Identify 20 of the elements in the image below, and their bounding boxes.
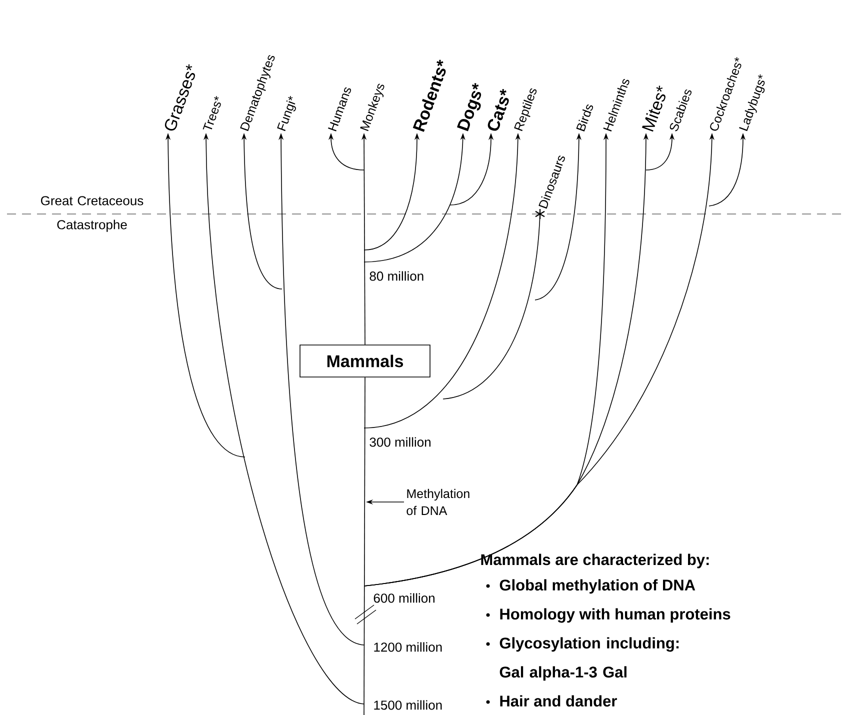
list-item: Global methylation of DNA xyxy=(500,579,696,594)
group-box: Mammals xyxy=(300,344,430,378)
annotation-text: Methylation of DNA xyxy=(406,488,470,516)
branch-label: Trees* xyxy=(202,96,221,130)
list-item: Glycosylation including: Gal alpha-1-3 Gal xyxy=(500,637,679,681)
branch-label: Birds xyxy=(576,104,594,132)
time-label: 300 million xyxy=(370,437,430,447)
time-label: 80 million xyxy=(370,271,424,281)
branch-label: Dogs* xyxy=(456,83,482,132)
branch-label: Mites* xyxy=(642,86,666,132)
branch-label: Fungi* xyxy=(277,96,296,132)
branch-label: Cats* xyxy=(488,89,509,131)
list-item: Hair and dander xyxy=(500,695,617,707)
time-label: 600 million xyxy=(374,593,434,603)
time-label: 1500 million xyxy=(374,700,442,710)
branch-line xyxy=(364,377,366,715)
event-label: Great Cretaceous Catastrophe xyxy=(41,196,144,232)
list-heading: Mammals are characterized by: xyxy=(481,554,709,568)
list-item: Homology with human proteins xyxy=(500,608,730,623)
time-label: 1200 million xyxy=(374,642,442,652)
